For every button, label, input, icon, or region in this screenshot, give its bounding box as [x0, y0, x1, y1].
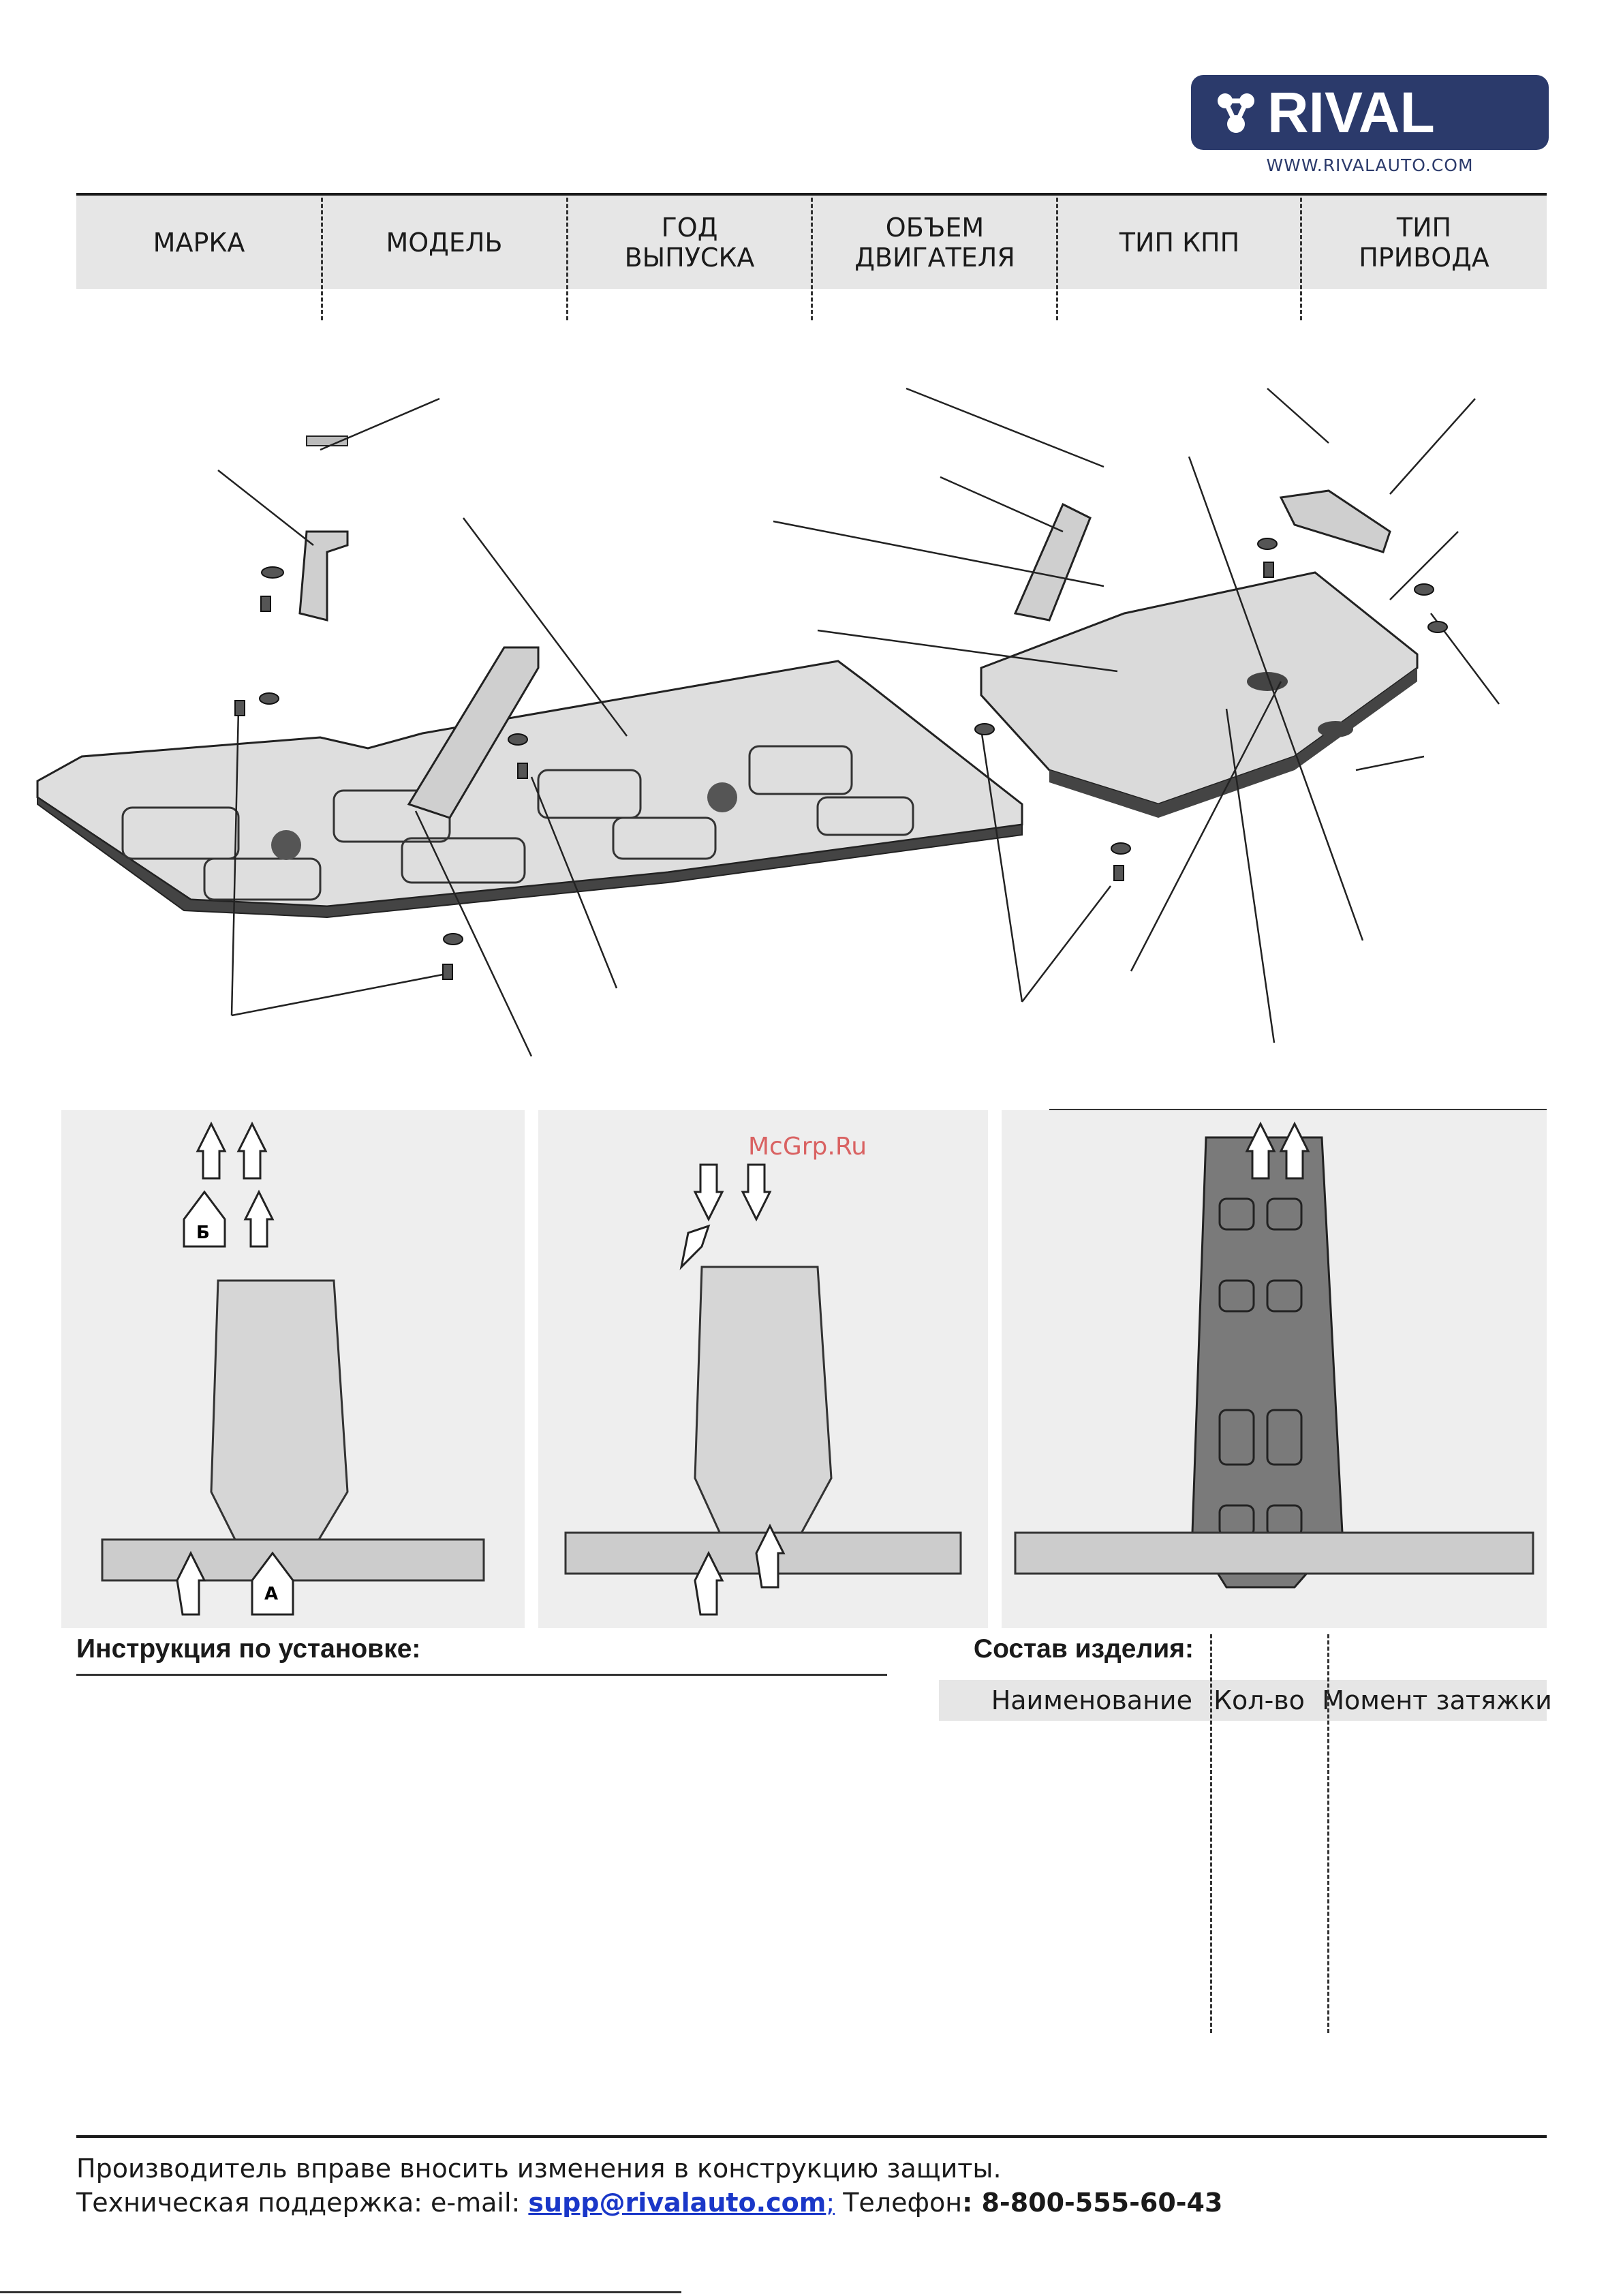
column-torque: Момент затяжки — [1322, 1685, 1552, 1715]
column-name: Наименование — [991, 1685, 1192, 1715]
spec-header-brand: МАРКА — [153, 227, 245, 258]
spec-header-drive: ТИП ПРИВОДА — [1359, 212, 1489, 273]
composition-divider — [1210, 1634, 1212, 2033]
support-phone: : 8-800-555-60-43 — [962, 2188, 1223, 2218]
install-photo-1: Б А — [61, 1110, 525, 1628]
exploded-assembly-diagram — [36, 387, 1500, 1057]
footer-rule — [76, 2135, 1547, 2138]
installation-heading: Инструкция по установке: — [76, 1634, 421, 1664]
support-email-link[interactable]: supp@rivalauto.com — [528, 2188, 826, 2218]
phone-label: Телефон — [835, 2188, 963, 2218]
spec-header-engine: ОБЪЕМ ДВИГАТЕЛЯ — [854, 212, 1015, 273]
rival-logo: RIVAL — [1191, 75, 1549, 150]
footer-support: Техническая поддержка: e-mail: supp@riva… — [76, 2188, 1222, 2218]
spec-header-model: МОДЕЛЬ — [386, 227, 503, 258]
spec-divider — [811, 198, 813, 320]
section-divider — [1049, 1109, 1547, 1110]
spec-divider — [1300, 198, 1302, 320]
marker-b: Б — [196, 1223, 210, 1243]
website-url[interactable]: WWW.RIVALAUTO.COM — [1266, 155, 1474, 175]
watermark: McGrp.Ru — [748, 1133, 867, 1161]
marker-a: А — [264, 1584, 278, 1604]
footer-note: Производитель вправе вносить изменения в… — [76, 2154, 1002, 2184]
column-quantity: Кол-во — [1214, 1685, 1305, 1715]
spec-header-gearbox: ТИП КПП — [1119, 227, 1240, 258]
transfer-case-plate — [980, 489, 1419, 818]
bottom-rule — [0, 2291, 681, 2293]
installation-photos: Б А — [61, 1110, 1547, 1628]
spec-header-year: ГОД ВЫПУСКА — [624, 212, 755, 273]
install-photo-2 — [538, 1110, 988, 1628]
composition-table-header: Наименование Кол-во Момент затяжки — [939, 1680, 1552, 1721]
support-separator: ; — [826, 2188, 835, 2218]
logo-wordmark: RIVAL — [1267, 80, 1435, 144]
center-bracket — [407, 646, 540, 819]
rear-bracket — [298, 530, 349, 622]
spec-divider — [566, 198, 568, 320]
main-skid-plate — [36, 660, 1023, 919]
support-prefix: Техническая поддержка: e-mail: — [76, 2188, 529, 2218]
spec-divider — [321, 198, 323, 320]
install-photo-3 — [1002, 1110, 1547, 1628]
composition-divider — [1327, 1634, 1329, 2033]
fasteners — [234, 538, 1448, 980]
composition-heading: Состав изделия: — [973, 1634, 1194, 1664]
spec-divider — [1056, 198, 1058, 320]
installation-rule — [76, 1674, 887, 1676]
